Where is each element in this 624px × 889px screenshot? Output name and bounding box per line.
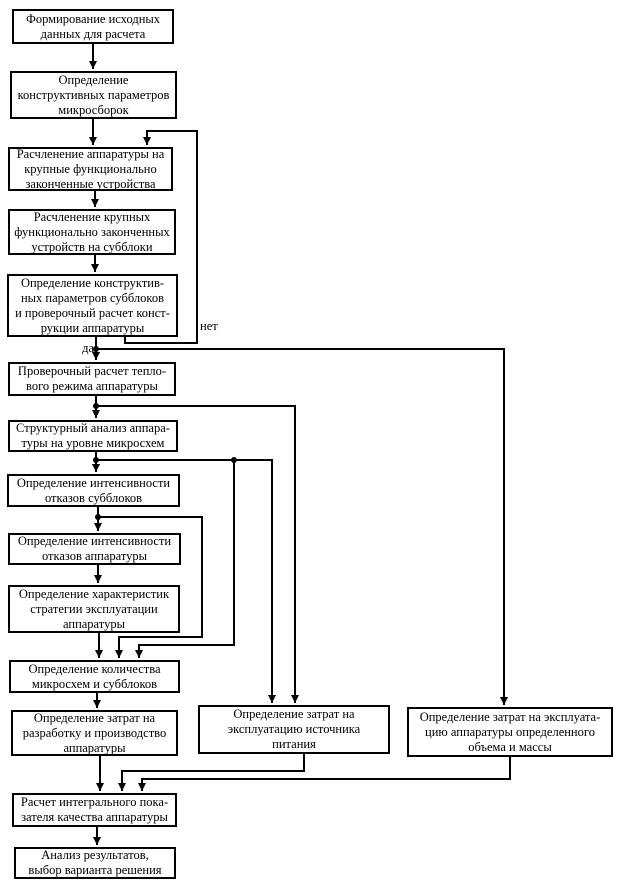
edge-yes-branch-n14	[96, 348, 508, 705]
junction-dot-after-n7	[93, 457, 99, 463]
node-define-microassembly-params: Определение конструктивных параметров ми…	[10, 71, 177, 119]
edge-label-yes: да	[82, 341, 94, 355]
node-partition-into-devices: Расчленение аппаратуры на крупные функци…	[8, 147, 173, 191]
node-subblock-params-check: Определение конструктив- ных параметров …	[7, 274, 178, 337]
node-subblock-failure-rate: Определение интенсивности отказов суббло…	[7, 474, 180, 507]
node-volume-mass-costs: Определение затрат на эксплуата- цию апп…	[407, 707, 613, 757]
edge-branch-n7-n11	[135, 460, 235, 658]
node-thermal-check: Проверочный расчет тепло- вого режима ап…	[8, 362, 176, 396]
edge-label-no: нет	[200, 319, 218, 333]
node-partition-into-subblocks: Расчленение крупных функционально законч…	[8, 209, 176, 255]
node-integral-quality: Расчет интегрального пока- зателя качест…	[12, 793, 177, 827]
node-operation-strategy: Определение характеристик стратегии эксп…	[8, 585, 180, 633]
node-results-analysis: Анализ результатов, выбор варианта решен…	[14, 847, 176, 879]
junction-dot-yes	[93, 346, 99, 352]
edge-branch-n7-n13	[96, 459, 276, 703]
node-dev-production-costs: Определение затрат на разработку и произ…	[11, 710, 178, 756]
node-structural-analysis: Структурный анализ аппара- туры на уровн…	[8, 420, 178, 452]
edge-n13-n15	[118, 754, 305, 791]
node-equipment-failure-rate: Определение интенсивности отказов аппара…	[8, 533, 181, 565]
junction-dot-after-n6	[93, 403, 99, 409]
edge-branch-n8-n11	[98, 516, 203, 658]
node-form-initial-data: Формирование исходных данных для расчета	[12, 9, 174, 44]
node-count-microcircuits: Определение количества микросхем и суббл…	[9, 660, 180, 693]
junction-dot-branch-n11	[231, 457, 237, 463]
edge-n14-n15	[138, 757, 511, 791]
node-power-supply-costs: Определение затрат на эксплуатацию источ…	[198, 705, 390, 754]
edge-no-loop-n5-n3	[124, 130, 198, 344]
junction-dot-after-n8	[95, 514, 101, 520]
edge-branch-n6-n13	[96, 405, 299, 703]
